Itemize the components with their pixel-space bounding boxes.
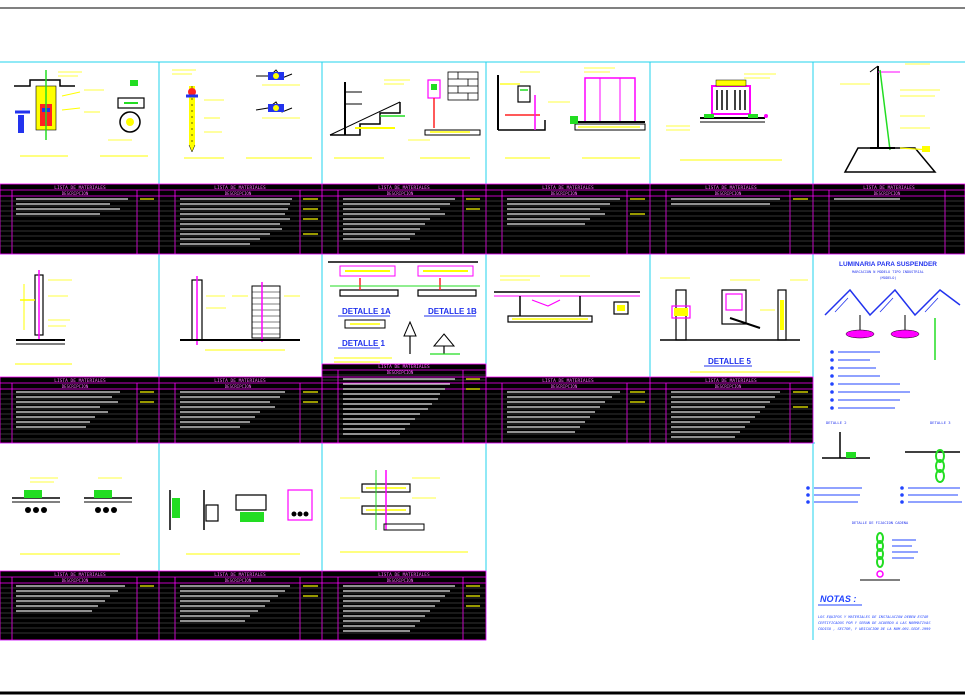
detail-2-label: DETALLE 2 bbox=[826, 420, 847, 425]
luminaire-model: (MODELO) bbox=[880, 276, 897, 280]
detail-3-label: DETALLE 3 bbox=[930, 420, 951, 425]
materials-table-row-2: LISTA DE MATERIALES DESCRIPCION LISTA DE… bbox=[0, 363, 814, 444]
table-7-title: LISTA DE MATERIALES bbox=[54, 378, 106, 384]
table-1-title: LISTA DE MATERIALES bbox=[54, 185, 106, 191]
frame-grid bbox=[0, 61, 965, 641]
table-2-header: DESCRIPCION bbox=[225, 191, 252, 196]
detail-pole-foundation bbox=[840, 63, 940, 173]
table-11-header: DESCRIPCION bbox=[715, 384, 742, 389]
notes-line-1: LOS EQUIPOS Y MATERIALES DE INSTALACION … bbox=[818, 615, 929, 619]
table-7-header: DESCRIPCION bbox=[62, 384, 89, 389]
detail-ground-rod bbox=[172, 69, 312, 159]
table-13-header: DESCRIPCION bbox=[225, 578, 252, 583]
table-14-header: DESCRIPCION bbox=[387, 578, 414, 583]
table-11-title: LISTA DE MATERIALES bbox=[705, 378, 757, 384]
table-12-header: DESCRIPCION bbox=[62, 578, 89, 583]
luminaire-suspension-detail: LUMINARIA PARA SUSPENDER MARCACION N MOD… bbox=[806, 261, 962, 581]
table-8-header: DESCRIPCION bbox=[225, 384, 252, 389]
table-9-title: LISTA DE MATERIALES bbox=[378, 364, 430, 370]
notes-line-2: CERTIFICADOS POR Y SERAN DE ACUERDO A LA… bbox=[818, 621, 931, 625]
table-3-title: LISTA DE MATERIALES bbox=[378, 185, 430, 191]
materials-table-row-1: LISTA DE MATERIALES DESCRIPCION LISTA DE… bbox=[0, 183, 965, 255]
detail-1b-label: DETALLE 1B bbox=[428, 307, 477, 316]
detail-ceiling-luminaire: DETALLE 1A DETALLE 1B DETALLE 1 bbox=[328, 261, 480, 363]
detail-1a-label: DETALLE 1A bbox=[342, 307, 391, 316]
detail-5-label: DETALLE 5 bbox=[708, 357, 752, 366]
table-10-title: LISTA DE MATERIALES bbox=[542, 378, 594, 384]
materials-table-row-3: LISTA DE MATERIALES DESCRIPCION LISTA DE… bbox=[0, 570, 487, 641]
detail-brick-wall bbox=[180, 276, 300, 351]
detail-transformer bbox=[666, 73, 782, 161]
detail-slab-supports bbox=[12, 477, 132, 555]
detail-conduit-runs bbox=[340, 470, 468, 553]
table-10-header: DESCRIPCION bbox=[551, 384, 578, 389]
detail-cable-tray bbox=[494, 275, 640, 323]
table-5-header: DESCRIPCION bbox=[715, 191, 742, 196]
table-6-header: DESCRIPCION bbox=[874, 191, 901, 196]
table-4-header: DESCRIPCION bbox=[551, 191, 578, 196]
cadena-detail-label: DETALLE DE FIJACION CADENA bbox=[852, 521, 909, 525]
table-13-title: LISTA DE MATERIALES bbox=[214, 572, 266, 578]
table-6-title: LISTA DE MATERIALES bbox=[863, 185, 915, 191]
table-1-header: DESCRIPCION bbox=[62, 191, 89, 196]
detail-stairs-riser bbox=[329, 71, 481, 159]
table-3-header: DESCRIPCION bbox=[387, 191, 414, 196]
table-12-title: LISTA DE MATERIALES bbox=[54, 572, 106, 578]
table-9-header: DESCRIPCION bbox=[387, 370, 414, 375]
luminaire-title: LUMINARIA PARA SUSPENDER bbox=[839, 261, 937, 268]
notes-line-3: CODIGO , SECTOR, Y UBICACION DE LA NOM-0… bbox=[818, 627, 931, 631]
table-2-title: LISTA DE MATERIALES bbox=[214, 185, 266, 191]
notes-block: NOTAS : LOS EQUIPOS Y MATERIALES DE INST… bbox=[818, 594, 931, 631]
table-5-title: LISTA DE MATERIALES bbox=[705, 185, 757, 191]
table-14-title: LISTA DE MATERIALES bbox=[378, 572, 430, 578]
detail-wall-conduit bbox=[15, 270, 72, 365]
detail-column-junction: DETALLE 5 bbox=[660, 277, 808, 373]
detail-beam-brackets bbox=[169, 489, 313, 555]
table-4-title: LISTA DE MATERIALES bbox=[542, 185, 594, 191]
detail-wall-panel bbox=[497, 67, 646, 159]
notes-title: NOTAS : bbox=[820, 594, 856, 604]
luminaire-subtitle: MARCACION N MODELO TIPO INDUSTRIAL bbox=[852, 270, 924, 274]
detail-1-label: DETALLE 1 bbox=[342, 339, 386, 348]
detail-grounding-well bbox=[14, 70, 148, 157]
table-8-title: LISTA DE MATERIALES bbox=[214, 378, 266, 384]
